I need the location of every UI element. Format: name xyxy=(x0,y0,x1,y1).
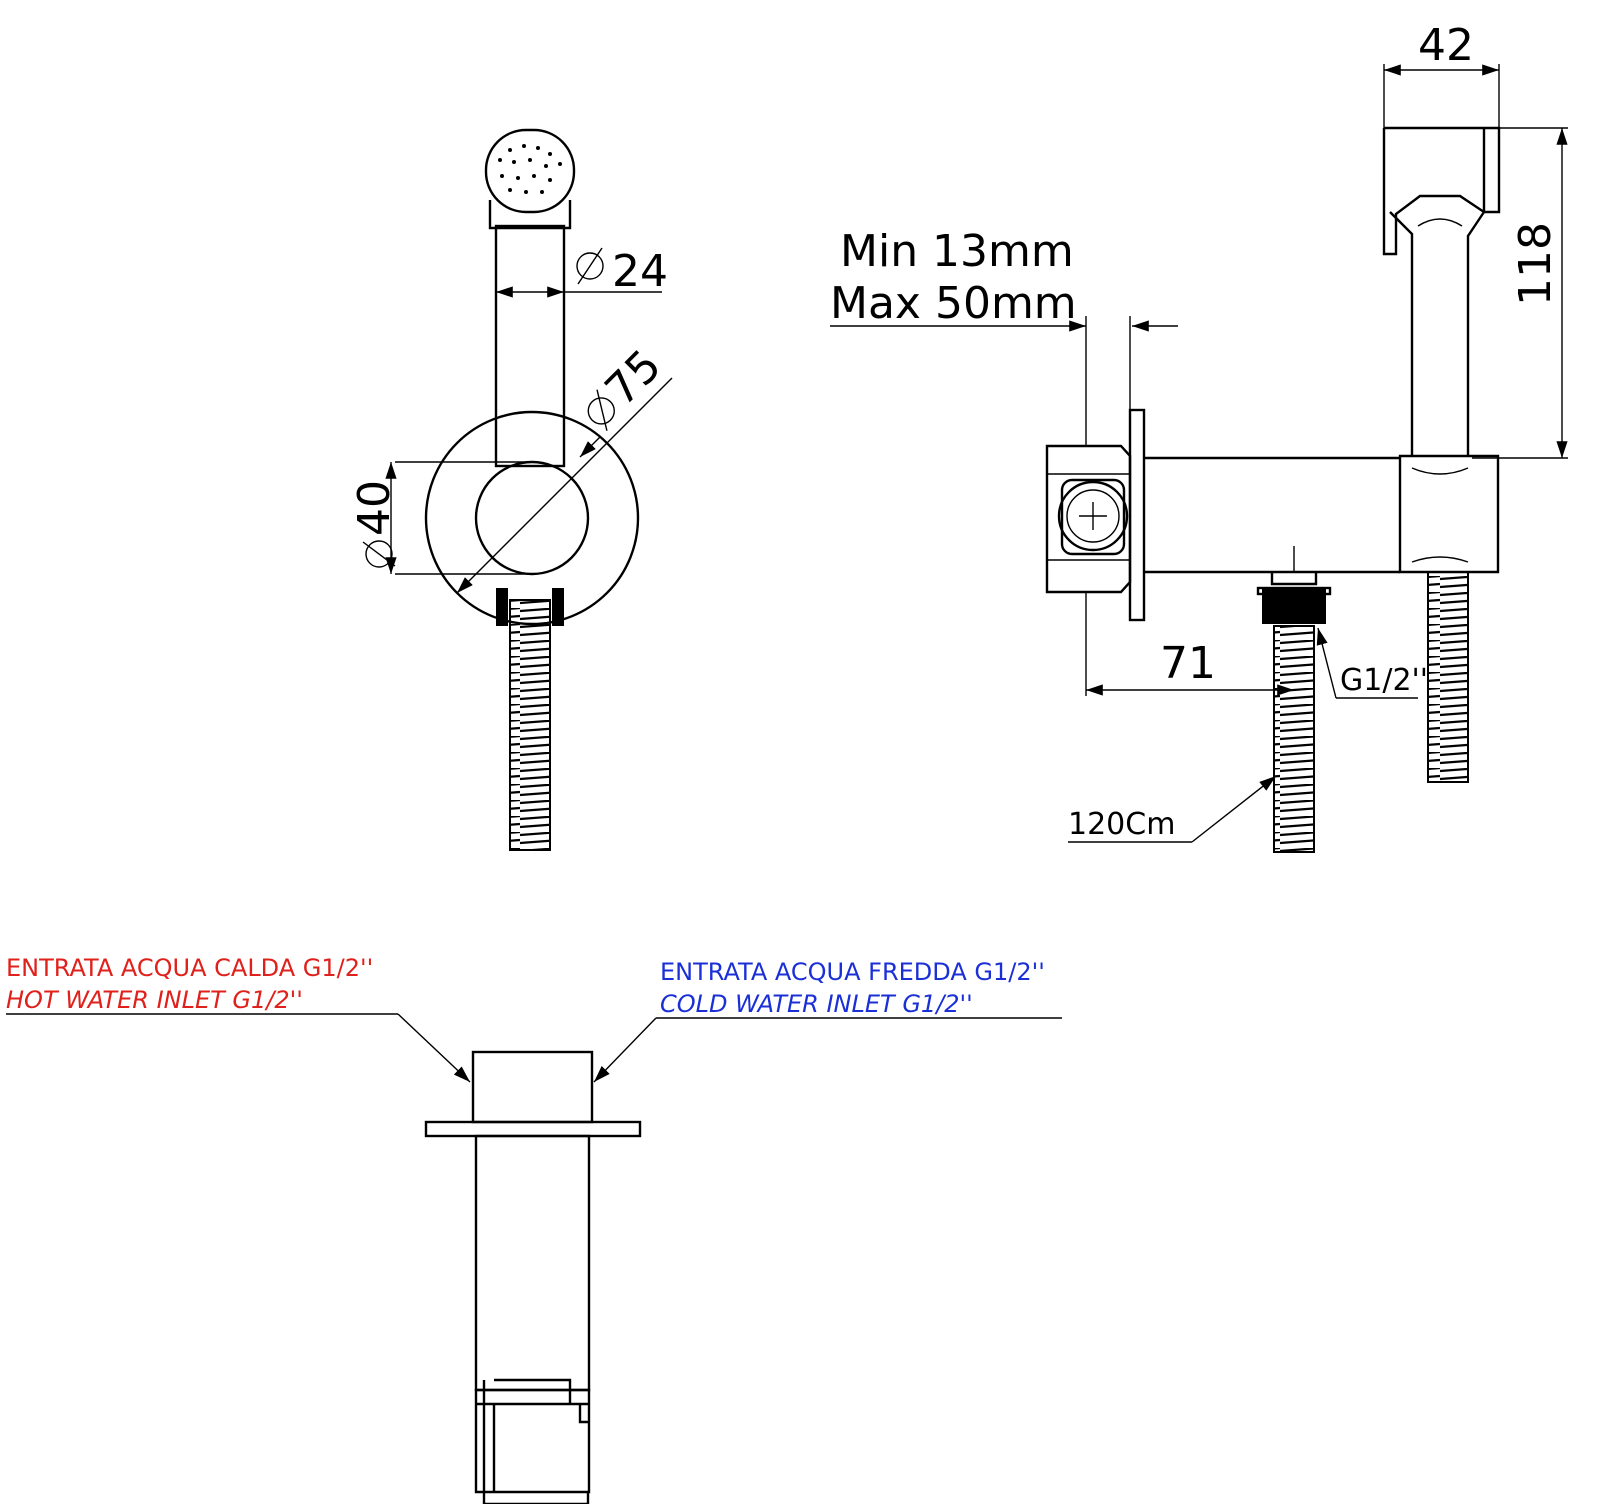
cold-inlet-label-en: COLD WATER INLET G1/2'' xyxy=(660,990,973,1018)
front-view: 24 75 40 xyxy=(349,128,673,851)
hot-inlet-label-it: ENTRATA ACQUA CALDA G1/2'' xyxy=(6,954,373,982)
cold-inlet-label-it: ENTRATA ACQUA FREDDA G1/2'' xyxy=(660,958,1045,986)
hot-inlet-label-en: HOT WATER INLET G1/2'' xyxy=(6,986,303,1014)
hose-clip-left xyxy=(496,588,508,626)
hose-side-outlet xyxy=(1273,625,1315,853)
dim-40: 40 xyxy=(349,480,400,536)
dim-max: Max 50mm xyxy=(830,278,1077,329)
valve-knob xyxy=(1057,480,1129,552)
holder-top xyxy=(1382,126,1501,256)
dim-118: 118 xyxy=(1510,222,1561,306)
dim-71: 71 xyxy=(1160,638,1216,689)
arm xyxy=(1145,456,1400,574)
top-view: ENTRATA ACQUA CALDA G1/2'' HOT WATER INL… xyxy=(6,954,1062,1504)
dim-min: Min 13mm xyxy=(840,226,1074,277)
dim-24: 24 xyxy=(612,246,668,297)
spray-head xyxy=(484,128,576,214)
hose-front xyxy=(509,599,551,851)
thread-label: G1/2'' xyxy=(1340,663,1428,698)
head-collar xyxy=(488,200,572,230)
handle-body xyxy=(494,224,566,468)
top-valve-body xyxy=(471,1050,594,1124)
hose-clip-right xyxy=(552,588,564,626)
dim-75: 75 xyxy=(596,340,672,416)
top-wall-flange xyxy=(424,1120,642,1138)
top-holder xyxy=(474,1378,591,1494)
spray-nozzles xyxy=(498,144,562,194)
top-arm xyxy=(474,1134,591,1392)
hose-length-label: 120Cm xyxy=(1068,807,1175,842)
valve-body xyxy=(1045,444,1132,594)
dim-42: 42 xyxy=(1418,20,1474,71)
hose-side-holder xyxy=(1427,571,1469,783)
wall-flange xyxy=(1128,408,1146,622)
side-view: 42 118 Min 13mm Max 50mm xyxy=(830,20,1568,853)
